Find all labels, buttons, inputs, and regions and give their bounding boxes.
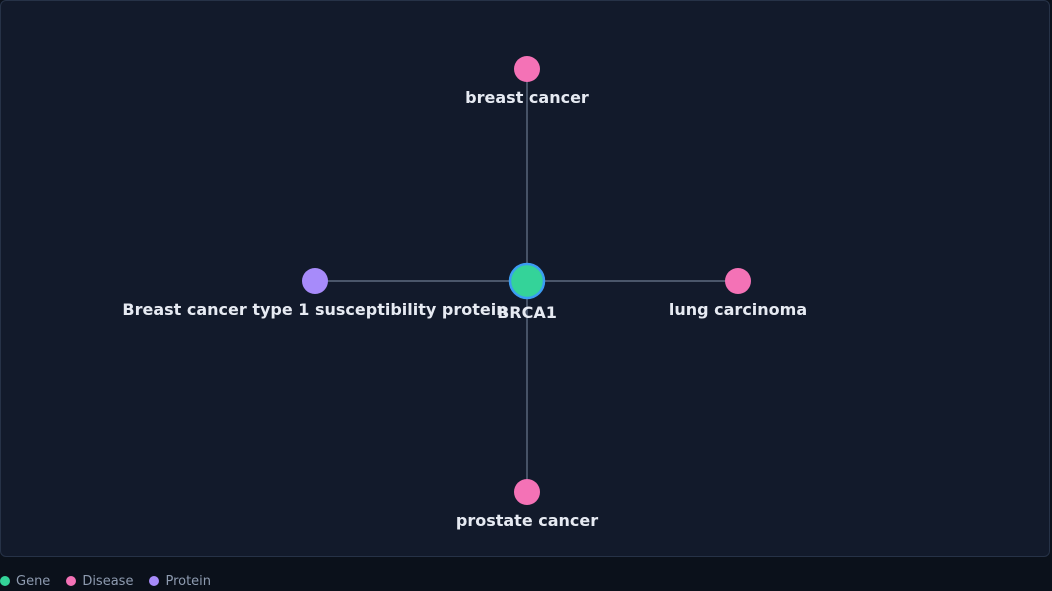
node-circle-prostate-cancer[interactable] bbox=[514, 479, 540, 505]
node-brca1[interactable]: BRCA1 bbox=[497, 262, 557, 322]
node-label-lung-carcinoma: lung carcinoma bbox=[669, 300, 807, 319]
graph-panel[interactable]: BRCA1 breast cancer lung carcinoma prostate… bbox=[0, 0, 1050, 557]
node-label-breast-cancer: breast cancer bbox=[465, 88, 589, 107]
graph-nodes: BRCA1 breast cancer lung carcinoma prostate… bbox=[122, 56, 807, 530]
node-lung-carcinoma[interactable]: lung carcinoma bbox=[669, 268, 807, 319]
knowledge-graph[interactable]: BRCA1 breast cancer lung carcinoma prostate… bbox=[1, 1, 1050, 557]
legend-item-gene: Gene bbox=[0, 574, 50, 589]
node-circle-lung-carcinoma[interactable] bbox=[725, 268, 751, 294]
node-label-brca1-protein: Breast cancer type 1 susceptibility prot… bbox=[122, 300, 507, 319]
node-label-brca1: BRCA1 bbox=[497, 303, 557, 322]
graph-edges bbox=[315, 69, 738, 492]
node-breast-cancer[interactable]: breast cancer bbox=[465, 56, 589, 107]
legend-label-gene: Gene bbox=[16, 573, 51, 589]
node-label-prostate-cancer: prostate cancer bbox=[456, 511, 598, 530]
node-circle-brca1[interactable] bbox=[508, 262, 546, 300]
legend-label-protein: Protein bbox=[165, 573, 212, 589]
protein-dot-icon bbox=[149, 576, 160, 586]
legend-item-protein: Protein bbox=[149, 574, 211, 589]
disease-dot-icon bbox=[66, 576, 77, 586]
node-brca1-protein[interactable]: Breast cancer type 1 susceptibility prot… bbox=[122, 268, 508, 319]
node-circle-breast-cancer[interactable] bbox=[514, 56, 540, 82]
gene-dot-icon bbox=[0, 576, 10, 586]
node-circle-brca1-protein[interactable] bbox=[302, 268, 328, 294]
legend: Gene Disease Protein bbox=[0, 572, 211, 590]
node-prostate-cancer[interactable]: prostate cancer bbox=[456, 479, 598, 530]
legend-label-disease: Disease bbox=[82, 573, 134, 589]
legend-item-disease: Disease bbox=[66, 574, 133, 589]
